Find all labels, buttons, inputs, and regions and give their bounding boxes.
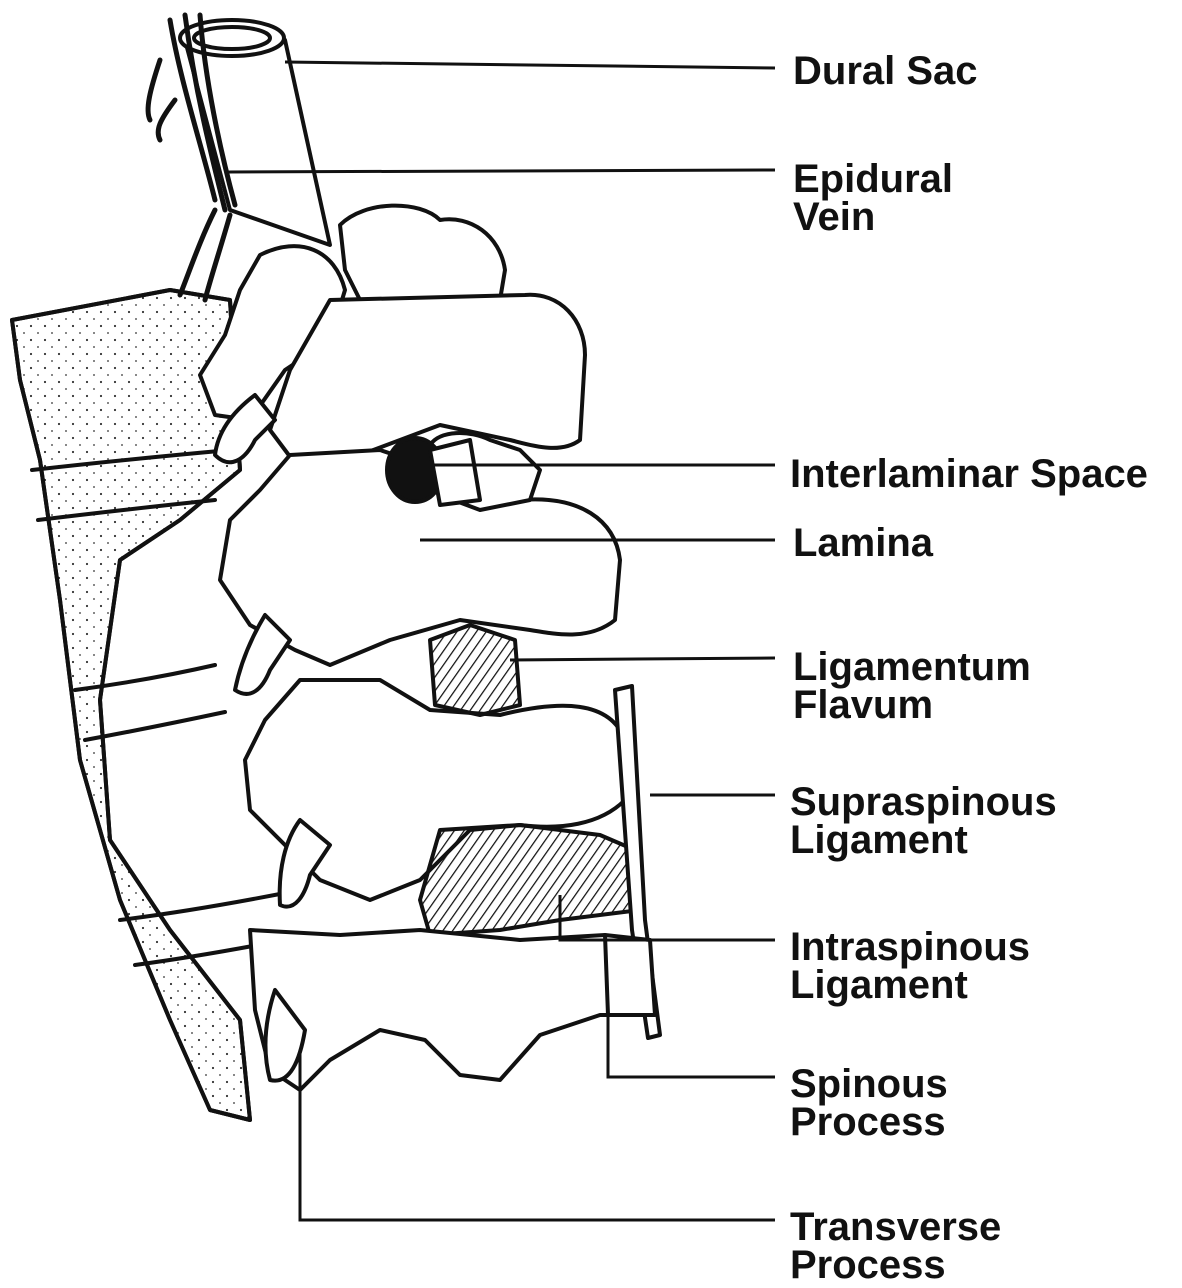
leader-dural-sac: [285, 62, 775, 68]
spinous-process-tip: [605, 935, 655, 1015]
label-interlaminar-space: Interlaminar Space: [790, 455, 1148, 493]
intraspinous-ligament-region: [420, 825, 640, 935]
upper-facet-cluster: [340, 206, 505, 305]
label-lamina: Lamina: [793, 524, 933, 562]
label-transverse-process: Transverse Process: [790, 1208, 1001, 1284]
label-ligamentum-flavum: Ligamentum Flavum: [793, 648, 1031, 724]
label-dural-sac: Dural Sac: [793, 52, 978, 90]
sacral-segment: [250, 930, 650, 1090]
label-epidural-vein: Epidural Vein: [793, 160, 953, 236]
ligamentum-flavum-region: [430, 625, 520, 715]
label-intraspinous-ligament: Intraspinous Ligament: [790, 928, 1030, 1004]
leader-ligamentum-flavum: [510, 658, 775, 660]
leader-epidural-vein: [228, 170, 775, 172]
label-spinous-process: Spinous Process: [790, 1065, 948, 1141]
label-supraspinous-ligament: Supraspinous Ligament: [790, 783, 1057, 859]
leader-spinous-process: [608, 1015, 775, 1077]
